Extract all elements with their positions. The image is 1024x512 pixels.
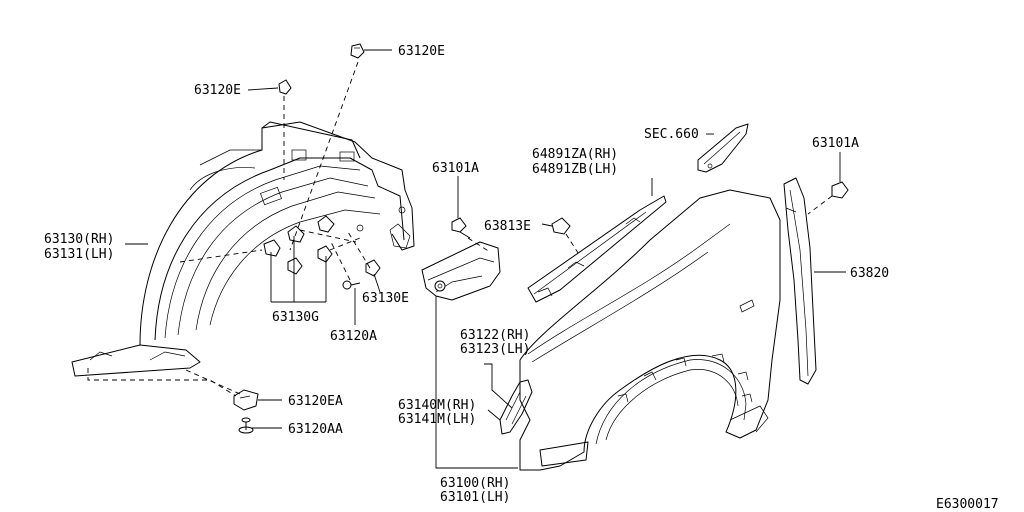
label-64891za-rh: 64891ZA(RH) [532, 147, 618, 162]
diagram-code: E6300017 [936, 497, 999, 512]
label-64891zb-lh: 64891ZB(LH) [532, 162, 618, 177]
clip-63130e-part [365, 259, 381, 277]
label-63100-rh: 63100(RH) [440, 476, 510, 491]
label-63123-lh: 63123(LH) [460, 342, 530, 357]
label-63120ea: 63120EA [288, 394, 343, 409]
seal-strip-64891z-part [527, 195, 667, 303]
label-63131-lh: 63131(LH) [44, 247, 114, 262]
label-63140m-rh: 63140M(RH) [398, 398, 476, 413]
label-63122-rh: 63122(RH) [460, 328, 530, 343]
label-63120e-left: 63120E [194, 83, 241, 98]
bracket-sec660-part [697, 123, 749, 173]
front-fender-part [499, 189, 781, 471]
label-63101a-right: 63101A [812, 136, 859, 151]
fender-protector-part [71, 121, 415, 377]
label-63120e-top: 63120E [398, 44, 445, 59]
clip-63120e-top-part [350, 43, 365, 59]
label-63141m-lh: 63141M(LH) [398, 412, 476, 427]
label-63130e: 63130E [362, 291, 409, 306]
bolt-63101a-right-part [807, 181, 849, 215]
screw-63120aa-part [238, 417, 254, 434]
label-63813e: 63813E [484, 219, 531, 234]
bolt-63101a-mid-part [451, 217, 471, 239]
label-63101a-mid: 63101A [432, 161, 479, 176]
label-63120a: 63120A [330, 329, 377, 344]
label-63130-rh: 63130(RH) [44, 232, 114, 247]
clip-63813e-part [551, 217, 581, 257]
label-63120aa: 63120AA [288, 422, 343, 437]
screw-63120a-part [342, 280, 361, 290]
nut-63120ea-part [233, 389, 259, 411]
clip-63120e-left-part [278, 79, 292, 95]
label-sec660: SEC.660 [644, 127, 699, 142]
seal-63820-part [783, 177, 817, 385]
bracket-63140m-part [421, 241, 501, 301]
label-63130g: 63130G [272, 310, 319, 325]
label-63101-lh: 63101(LH) [440, 490, 510, 505]
label-63820: 63820 [850, 266, 889, 281]
